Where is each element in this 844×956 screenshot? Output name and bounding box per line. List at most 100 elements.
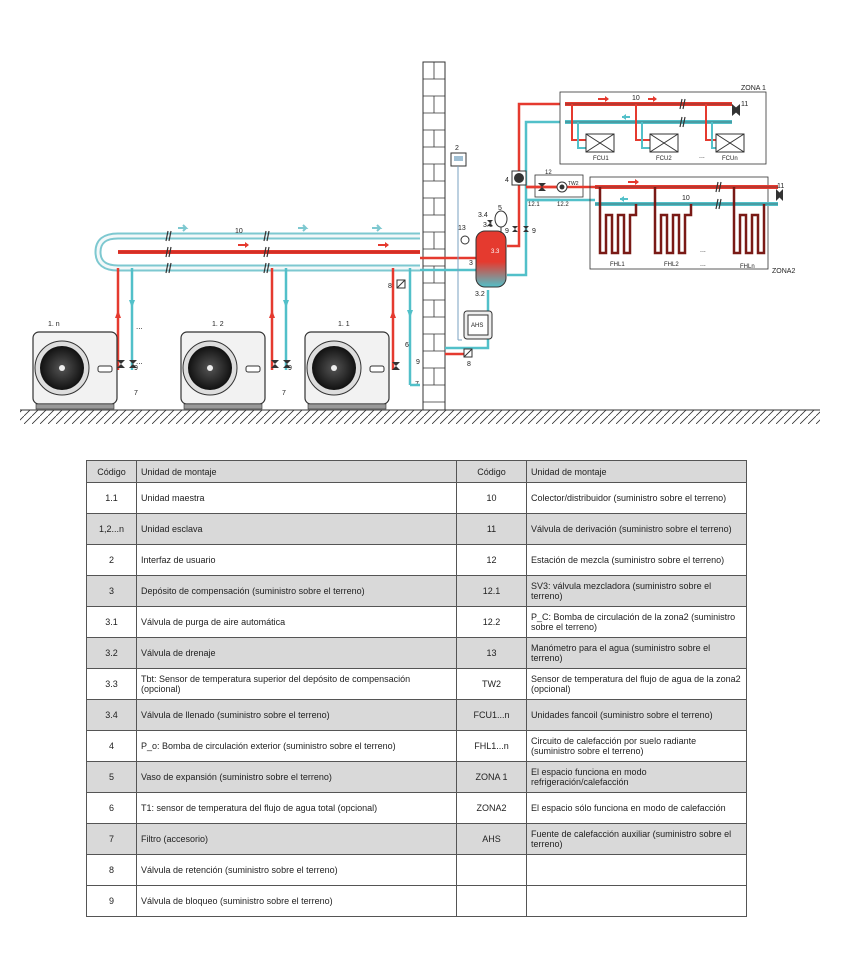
collector-label: 10 [235,228,243,235]
svg-text:...: ... [136,357,143,366]
zona-1: ZONA 1 10 11 FCU1 FCU2 ... [559,85,767,165]
svg-text:FHLn: FHLn [740,264,755,270]
code-cell [456,885,527,917]
unit-risers [116,268,412,385]
code-cell: 3 [86,575,137,607]
svg-text:12.1: 12.1 [528,202,540,208]
header-unit-1: Unidad de montaje [136,460,457,483]
main-collector: 10 [94,224,420,274]
unit-11-label: 1. 1 [338,321,350,328]
unit-cell: El espacio sólo funciona en modo de cale… [526,792,747,824]
code-cell: 12.2 [456,606,527,638]
svg-text:ZONA2: ZONA2 [772,268,795,275]
svg-text:...: ... [700,261,706,268]
svg-text:7: 7 [134,390,138,397]
svg-text:10: 10 [632,95,640,102]
code-cell: FCU1...n [456,699,527,731]
unit-cell: Estación de mezcla (suministro sobre el … [526,544,747,576]
unit-cell: Válvula de purga de aire automática [136,606,457,638]
code-cell: 3.2 [86,637,137,669]
svg-text:FHL1: FHL1 [610,262,625,268]
header-code-1: Código [86,460,137,483]
svg-text:13: 13 [458,225,466,232]
svg-text:FCU1: FCU1 [593,156,609,162]
outdoor-unit-12: 1. 2 [180,321,266,410]
svg-text:4: 4 [505,177,509,184]
code-cell: 1.1 [86,482,137,514]
svg-text:FCUn: FCUn [722,156,738,162]
buffer-tank: 13 3.4 3.1 3.3 3 3.2 [458,212,507,298]
code-cell: 13 [456,637,527,669]
unit-cell [526,854,747,886]
code-cell: 6 [86,792,137,824]
unit-cell: El espacio funciona en modo refrigeració… [526,761,747,793]
table-header: Código Unidad de montaje Código Unidad d… [86,460,747,483]
code-cell: 3.4 [86,699,137,731]
svg-text:FHL2: FHL2 [664,262,679,268]
svg-text:8: 8 [388,283,392,290]
mixing-station: 12 TW2 12.1 12.2 [526,170,595,208]
code-cell: 10 [456,482,527,514]
unit-cell: Unidades fancoil (suministro sobre el te… [526,699,747,731]
unit-cell: Tbt: Sensor de temperatura superior del … [136,668,457,700]
svg-text:6: 6 [405,342,409,349]
unit-cell: T1: sensor de temperatura del flujo de a… [136,792,457,824]
code-cell: 12.1 [456,575,527,607]
svg-text:...: ... [699,153,705,160]
unit-cell: Circuito de calefacción por suelo radian… [526,730,747,762]
svg-text:11: 11 [741,101,748,108]
svg-text:AHS: AHS [471,323,483,329]
expansion-vessel: 5 [494,205,508,233]
unit-cell: Válvula de bloqueo (suministro sobre el … [136,885,457,917]
unit-valves: 9 7 9 7 6 9 7 [117,342,420,397]
pump-4: 4 9 9 [505,102,560,277]
zona-2: ZONA2 10 11 FHL1 FHL2 ... ... FHLn [589,176,795,275]
svg-text:TW2: TW2 [568,181,579,187]
code-cell: 4 [86,730,137,762]
unit-cell: Válvula de derivación (suministro sobre … [526,513,747,545]
unit-cell: Depósito de compensación (suministro sob… [136,575,457,607]
code-cell: 12 [456,544,527,576]
svg-text:12: 12 [545,170,552,176]
unit-cell: Unidad maestra [136,482,457,514]
svg-text:9: 9 [505,228,509,235]
code-cell: 3.3 [86,668,137,700]
unit-cell: Válvula de drenaje [136,637,457,669]
svg-text:3: 3 [469,260,473,267]
code-cell: ZONA2 [456,792,527,824]
svg-text:FCU2: FCU2 [656,156,672,162]
svg-text:...: ... [700,247,706,254]
unit-cell: SV3: válvula mezcladora (suministro sobr… [526,575,747,607]
unit-cell: Sensor de temperatura del flujo de agua … [526,668,747,700]
unit-cell: Unidad esclava [136,513,457,545]
unit-cell: Fuente de calefacción auxiliar (suminist… [526,823,747,855]
code-cell: 3.1 [86,606,137,638]
header-unit-2: Unidad de montaje [526,460,747,483]
check-valve-8: 8 [388,279,406,290]
code-cell: ZONA 1 [456,761,527,793]
unit-cell: Vaso de expansión (suministro sobre el t… [136,761,457,793]
svg-text:5: 5 [498,205,502,212]
svg-text:ZONA 1: ZONA 1 [741,85,766,92]
outdoor-unit-11: 1. 1 [304,321,390,410]
svg-text:7: 7 [282,390,286,397]
code-cell [456,854,527,886]
svg-text:...: ... [136,322,143,331]
code-cell: AHS [456,823,527,855]
ground [20,409,820,424]
user-interface: 2 [450,145,467,341]
header-code-2: Código [456,460,527,483]
unit-cell: Filtro (accesorio) [136,823,457,855]
unit-cell: Interfaz de usuario [136,544,457,576]
code-cell: FHL1...n [456,730,527,762]
svg-text:9: 9 [134,365,138,372]
